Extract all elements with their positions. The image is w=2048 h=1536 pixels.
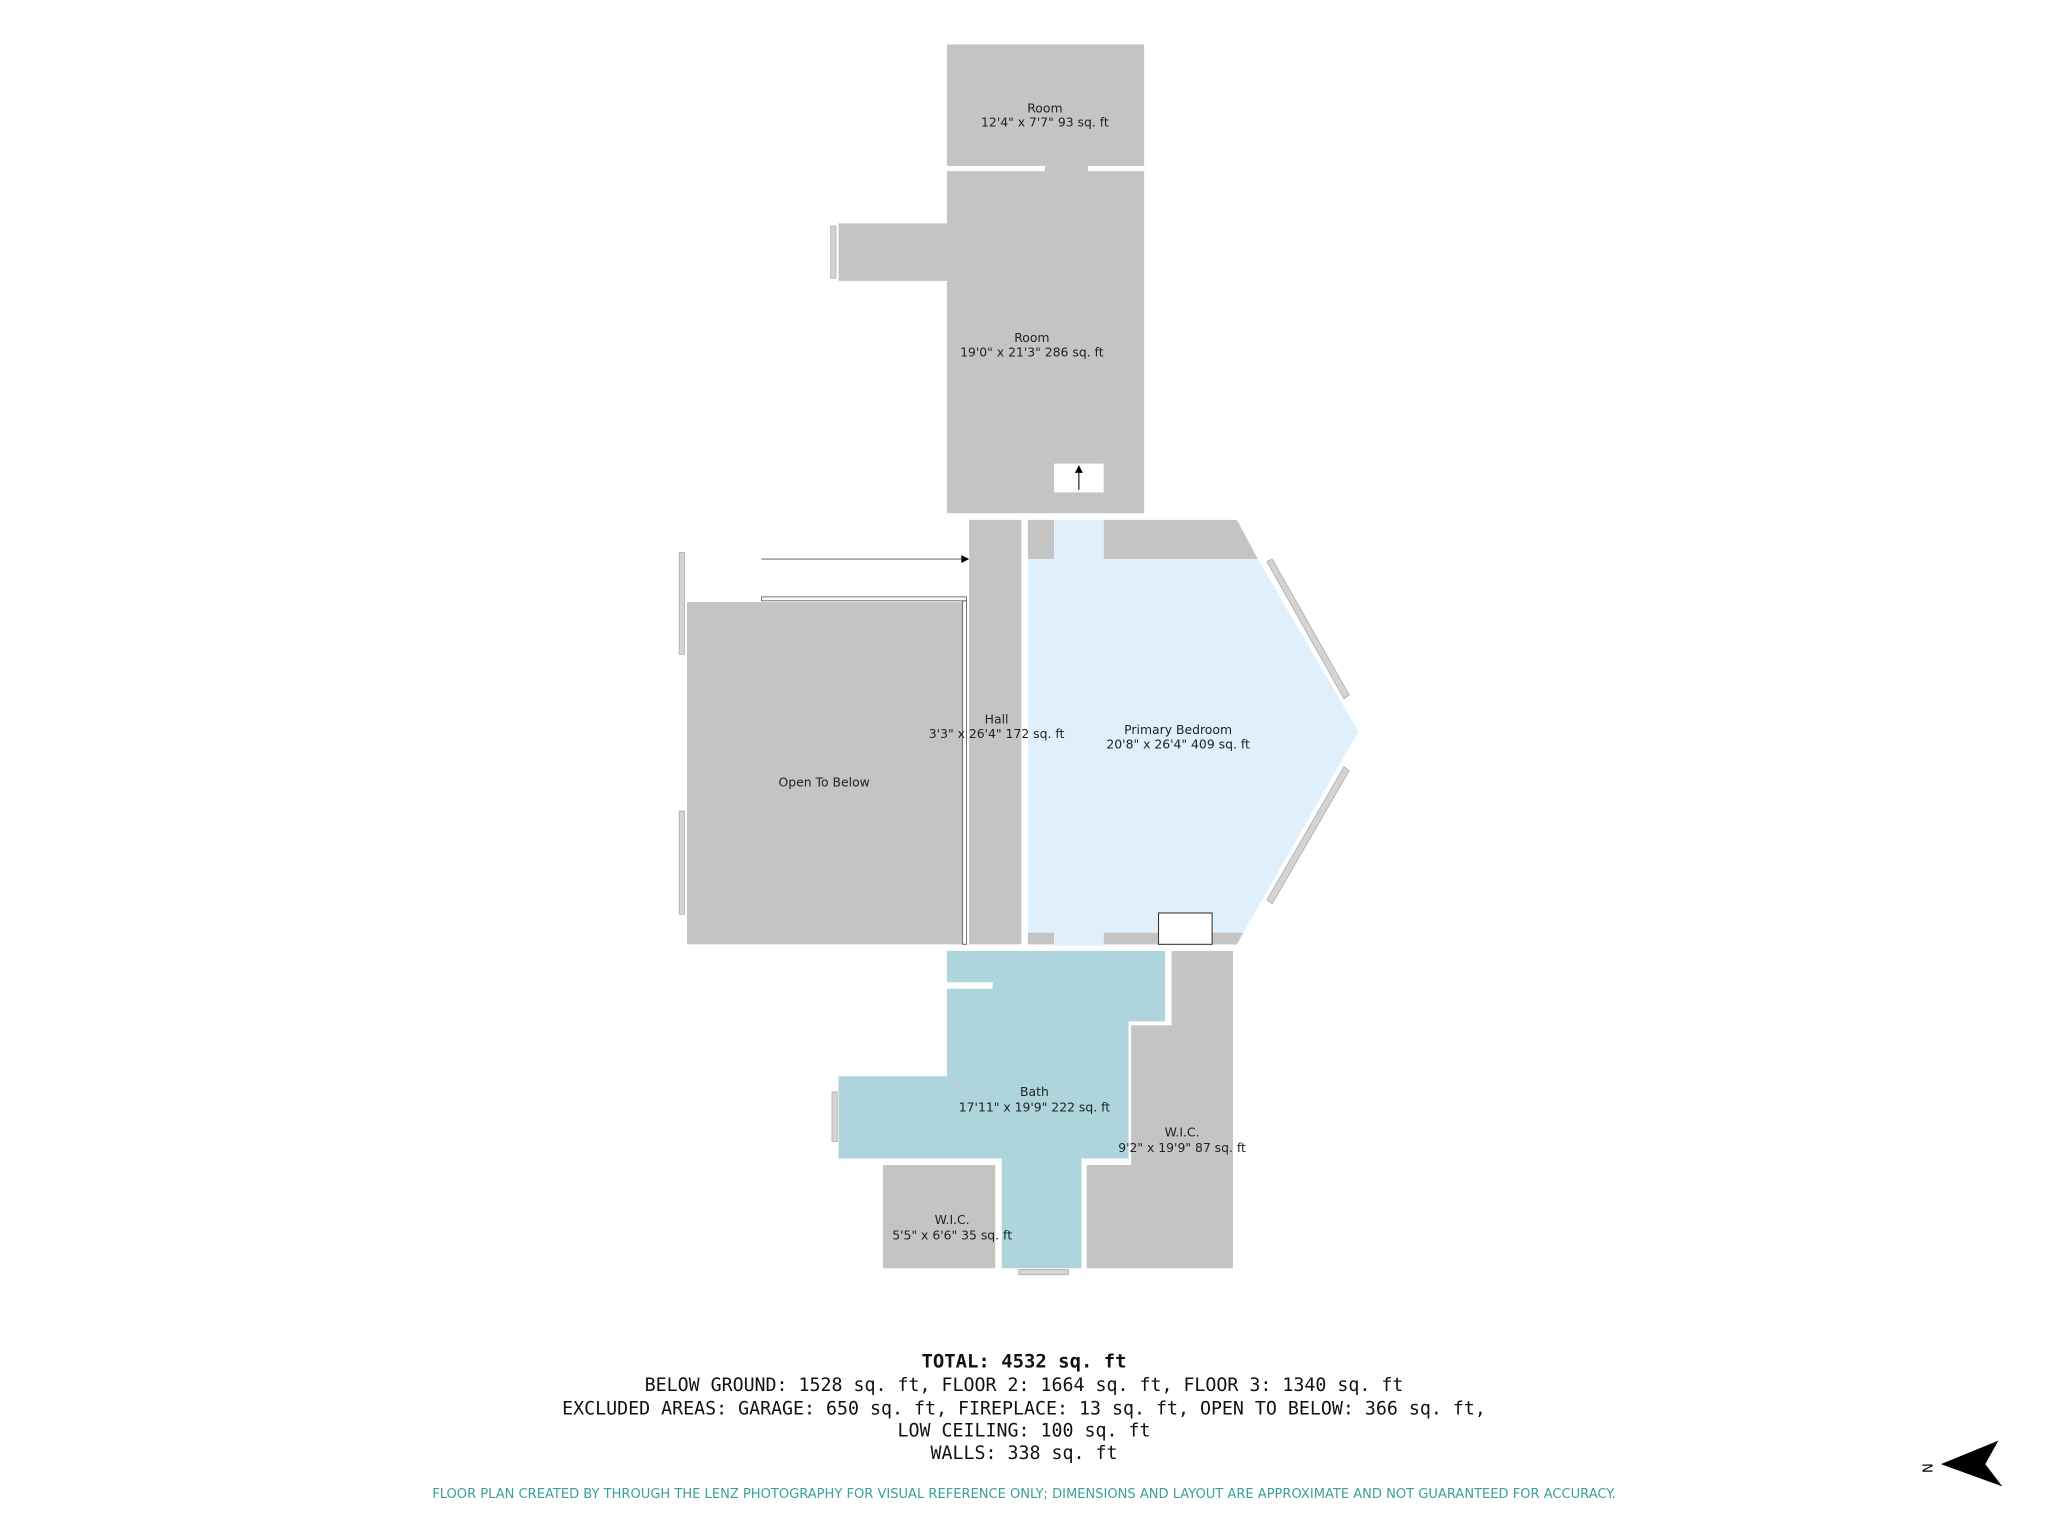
arrow-head-icon: [961, 555, 970, 563]
primary-bedroom: [1027, 559, 1359, 933]
railing: [761, 596, 967, 602]
summary-low-ceiling: LOW CEILING: 100 sq. ft: [898, 1421, 1151, 1442]
bath-label: Bath: [1020, 1084, 1049, 1099]
bedroom-corridor: [1054, 519, 1104, 946]
summary-total: TOTAL: 4532 sq. ft: [921, 1351, 1126, 1373]
window: [1266, 558, 1350, 700]
room-dims: 19'0" x 21'3" 286 sq. ft: [960, 345, 1104, 360]
hall: [969, 519, 1022, 945]
window: [678, 810, 685, 915]
room-door-strip: [1044, 165, 1088, 172]
room-label: Room: [1027, 100, 1062, 115]
window: [830, 225, 837, 279]
open-to-below-label: Open To Below: [779, 774, 870, 789]
summary-floors: BELOW GROUND: 1528 sq. ft, FLOOR 2: 1664…: [645, 1375, 1404, 1396]
room-label: Room: [1014, 330, 1049, 345]
disclaimer: FLOOR PLAN CREATED BY THROUGH THE LENZ P…: [432, 1487, 1616, 1502]
window: [831, 1091, 838, 1142]
wic-small: [882, 1165, 996, 1269]
wic-label: W.I.C.: [935, 1212, 970, 1227]
wic-dims: 9'2" x 19'9" 87 sq. ft: [1118, 1140, 1246, 1155]
bath-notch: [946, 982, 993, 989]
room-top: [946, 44, 1145, 166]
room-dims: 12'4" x 7'7" 93 sq. ft: [981, 115, 1109, 130]
bedroom-top-wall: [1027, 519, 1258, 560]
bath-dims: 17'11" x 19'9" 222 sq. ft: [959, 1100, 1110, 1115]
hall-label: Hall: [985, 712, 1009, 727]
bedroom-label: Primary Bedroom: [1124, 722, 1232, 737]
railing: [962, 600, 967, 945]
wic-right: [1086, 950, 1233, 1269]
room-large: [838, 171, 1145, 514]
window: [1018, 1269, 1069, 1276]
window: [1266, 766, 1350, 905]
hall-dims: 3'3" x 26'4" 172 sq. ft: [929, 726, 1065, 741]
fireplace: [1158, 912, 1213, 945]
open-to-below: [687, 602, 963, 945]
summary-walls: WALLS: 338 sq. ft: [931, 1443, 1118, 1464]
wic-label: W.I.C.: [1165, 1124, 1200, 1139]
window: [678, 552, 685, 655]
north-arrow-icon: [1940, 1440, 2003, 1487]
summary-excluded: EXCLUDED AREAS: GARAGE: 650 sq. ft, FIRE…: [562, 1399, 1486, 1420]
bedroom-dims: 20'8" x 26'4" 409 sq. ft: [1106, 736, 1250, 751]
wic-dims: 5'5" x 6'6" 35 sq. ft: [892, 1228, 1012, 1243]
arrow-head-icon: [1074, 464, 1083, 473]
bath: [838, 950, 1166, 1269]
north-label: N: [1919, 1463, 1934, 1473]
